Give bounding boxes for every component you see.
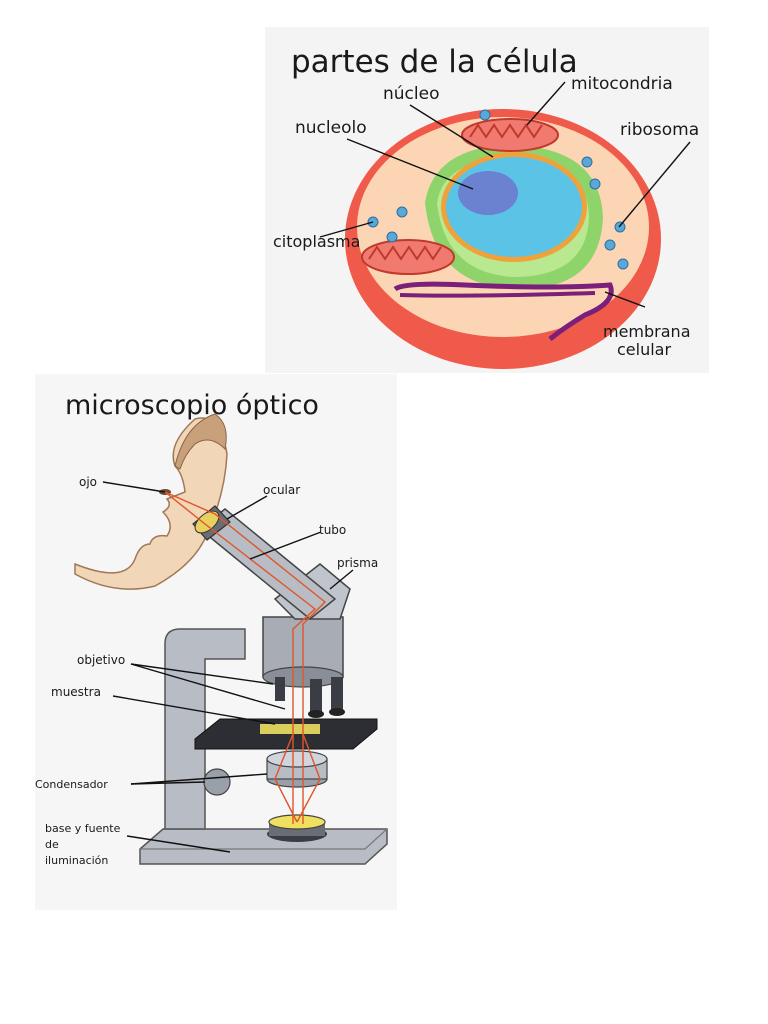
mitochondrion-top [461, 118, 559, 152]
label-citoplasma: citoplasma [273, 232, 360, 251]
label-ocular: ocular [263, 483, 300, 497]
label-base-line1: base y fuente [45, 822, 121, 835]
microscope-arm [164, 628, 246, 830]
microscope-diagram: microscopio óptico [35, 390, 388, 867]
observer-head [74, 413, 228, 590]
label-prisma: prisma [337, 556, 378, 570]
focus-knob [203, 768, 231, 796]
microscope-base [139, 828, 388, 865]
microscope-diagram-panel: microscopio óptico [35, 374, 397, 910]
label-base-line3: iluminación [45, 854, 108, 867]
label-condensador: Condensador [35, 778, 108, 791]
light-path [164, 491, 327, 824]
microscope-diagram-title: microscopio óptico [65, 390, 319, 421]
label-mitocondria: mitocondria [571, 74, 673, 94]
label-muestra: muestra [51, 685, 101, 699]
label-tubo: tubo [319, 523, 346, 537]
label-membrana-line2: celular [617, 340, 671, 359]
label-ojo: ojo [79, 475, 97, 489]
nucleolus [458, 171, 518, 215]
ribosomes [367, 109, 629, 270]
mitochondrion-left [361, 239, 455, 275]
label-objetivo: objetivo [77, 653, 125, 667]
cell-diagram: partes de la célula [273, 44, 699, 369]
label-base-line2: de [45, 838, 59, 851]
label-membrana-line1: membrana [603, 322, 691, 341]
label-ribosoma: ribosoma [620, 120, 699, 140]
label-nucleolo: nucleolo [295, 118, 367, 138]
cell-diagram-title: partes de la célula [291, 44, 578, 80]
label-nucleo: núcleo [383, 84, 439, 104]
golgi-tubule [393, 281, 614, 341]
cell-diagram-panel: partes de la célula [265, 27, 709, 373]
